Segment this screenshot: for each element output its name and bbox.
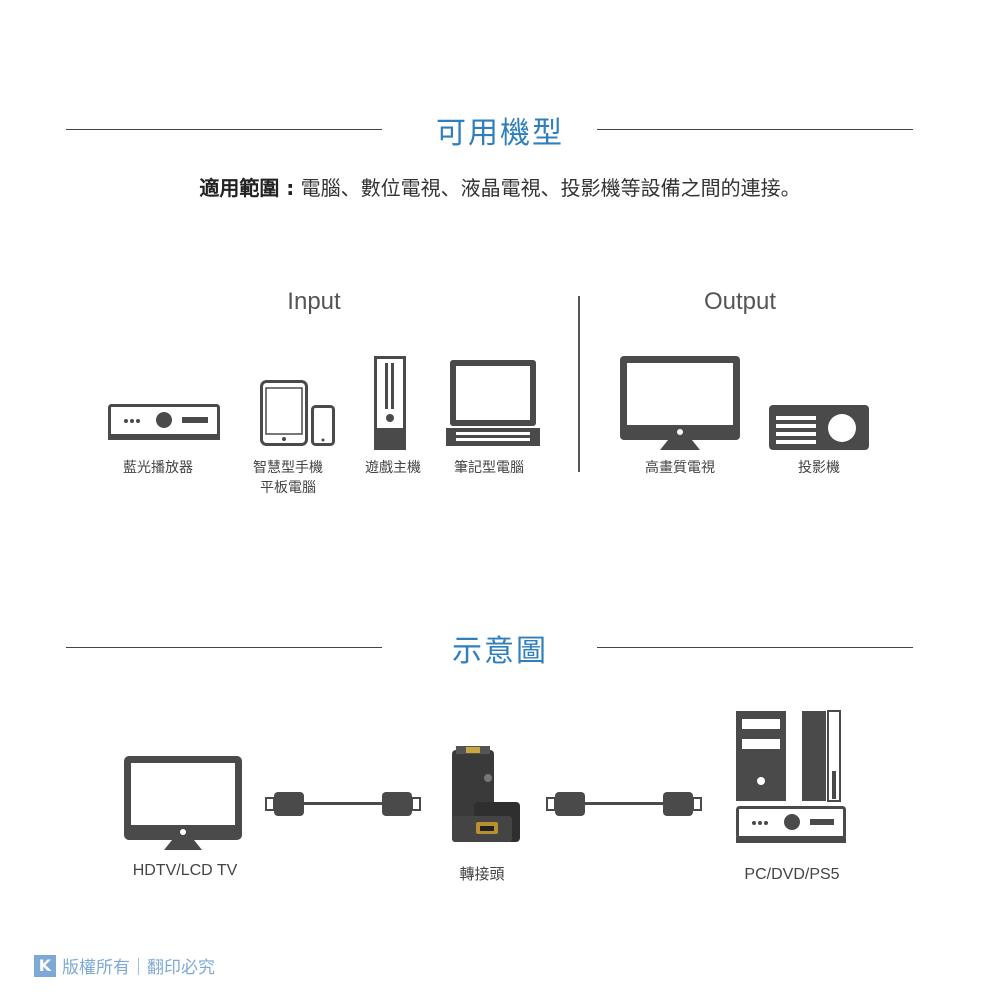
divider-right-1: [597, 129, 913, 130]
section-title-diagram: 示意圖: [452, 634, 548, 669]
hdtv-icon: [620, 356, 740, 450]
adapter-icon: [452, 746, 520, 842]
label-game-console: 遊戲主機: [365, 460, 421, 476]
pc-tower-icon: [736, 710, 841, 802]
label-laptop: 筆記型電腦: [454, 460, 524, 476]
input-title: Input: [287, 288, 341, 315]
label-projector: 投影機: [798, 460, 840, 476]
scope-text: 適用範圍 : 電腦、數位電視、液晶電視、投影機等設備之間的連接。: [0, 172, 1000, 201]
tv-icon: [124, 756, 242, 850]
brand-logo-icon: K: [34, 954, 56, 977]
input-output-divider: [578, 296, 580, 472]
label-hdtv-lcd: HDTV/LCD TV: [132, 862, 238, 879]
label-tablet-phone: 智慧型手機 平板電腦: [228, 458, 348, 498]
bluray-player-icon: [108, 404, 220, 440]
projector-icon: [769, 405, 869, 450]
hdmi-cable-left-icon: [265, 792, 421, 816]
section-title-compatible: 可用機型: [436, 116, 564, 151]
label-smartphone: 智慧型手機: [253, 460, 323, 476]
copyright-footer: K 版權所有｜翻印必究: [34, 953, 215, 978]
divider-right-2: [597, 647, 913, 648]
laptop-icon: [446, 360, 540, 446]
label-adapter: 轉接頭: [459, 865, 505, 883]
scope-description: 電腦、數位電視、液晶電視、投影機等設備之間的連接。: [294, 176, 801, 200]
dvd-player-icon: [736, 806, 846, 843]
label-pc-dvd-ps5: PC/DVD/PS5: [744, 866, 840, 883]
divider-left-2: [66, 647, 382, 648]
game-console-icon: [374, 356, 406, 450]
tablet-phone-icon: [260, 380, 335, 446]
label-bluray-player: 藍光播放器: [123, 460, 193, 476]
label-tablet: 平板電腦: [260, 480, 316, 496]
scope-label: 適用範圍 :: [199, 176, 295, 200]
copyright-text: 版權所有｜翻印必究: [62, 958, 215, 978]
hdmi-cable-right-icon: [546, 792, 702, 816]
output-title: Output: [703, 288, 777, 315]
label-hdtv: 高畫質電視: [645, 460, 715, 476]
divider-left-1: [66, 129, 382, 130]
